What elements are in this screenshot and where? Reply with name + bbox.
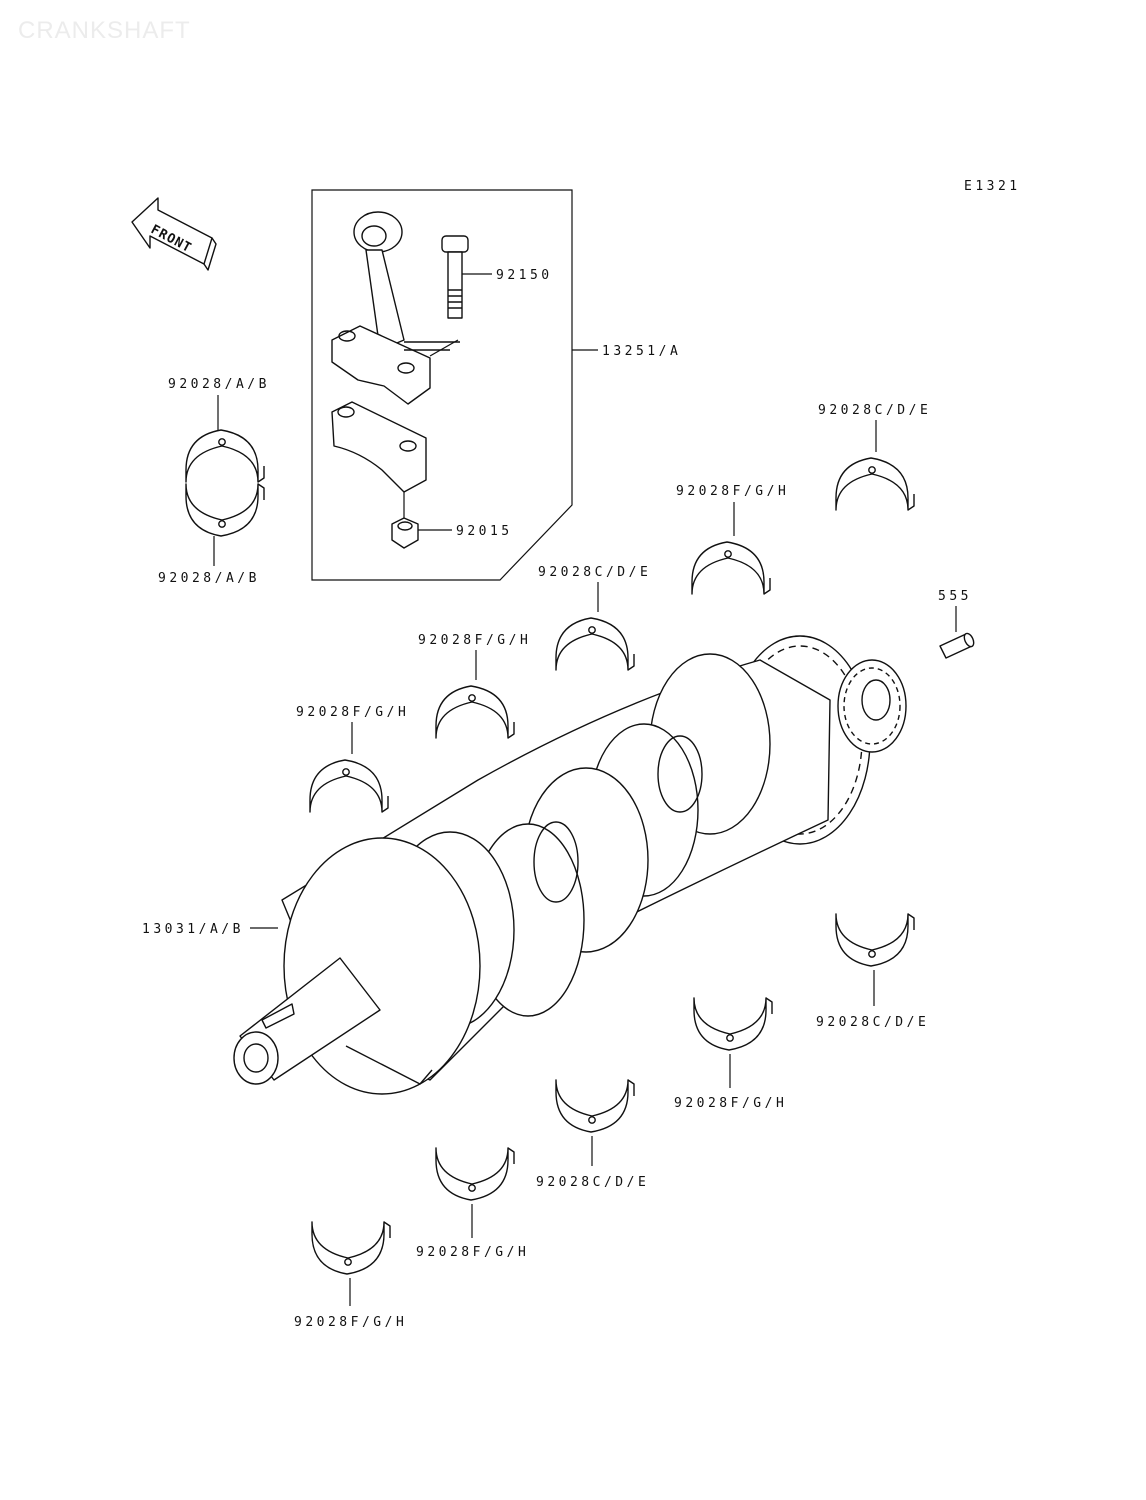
label-92028cde-lower-mid: 92028C/D/E [536,1175,649,1190]
conrod-cap [331,401,427,518]
bearing-shell-92028cde-lower-mid [555,1079,635,1133]
label-92028fgh-mid: 92028F/G/H [418,633,531,648]
connecting-rod [331,211,460,405]
bearing-shell-92028cde-top-right [835,457,915,511]
bearing-shell-92028fgh-lower-mid [435,1147,515,1201]
diagram-code: E1321 [964,179,1021,194]
bearing-shell-92028fgh-mid [435,685,515,739]
label-92028fgh-left: 92028F/G/H [296,705,409,720]
crankshaft [233,635,907,1095]
label-92028cde-top-right: 92028C/D/E [818,403,931,418]
label-92028fgh-lower-mid: 92028F/G/H [416,1245,529,1260]
title-watermark: CRANKSHAFT [18,17,191,44]
front-arrow-icon: FRONT [131,197,217,271]
label-92150: 92150 [496,268,553,283]
bearing-shell-92028fgh-left [309,759,389,813]
bearing-shell-92028cde-mid [555,617,635,671]
bearing-shell-92028ab-lower [185,483,265,537]
conrod-nut [391,517,452,549]
conrod-assembly-frame [311,189,598,581]
label-13031: 13031/A/B [142,922,244,937]
bearing-shell-92028ab-upper [185,429,265,483]
label-92028ab-upper: 92028/A/B [168,377,270,392]
dowel-pin [939,632,975,659]
label-555: 555 [938,589,972,604]
bearing-shell-92028fgh-top [691,541,771,595]
label-92028ab-lower: 92028/A/B [158,571,260,586]
bearing-shell-92028fgh-bottom [311,1221,391,1275]
label-92028cde-lower-right: 92028C/D/E [816,1015,929,1030]
conrod-bolt [441,235,492,319]
label-92028fgh-top: 92028F/G/H [676,484,789,499]
bearing-shell-92028cde-lower-right [835,913,915,967]
label-92028fgh-lower-right: 92028F/G/H [674,1096,787,1111]
bearing-shell-92028fgh-lower-right [693,997,773,1051]
label-13251: 13251/A [602,344,681,359]
label-92015: 92015 [456,524,513,539]
label-92028fgh-bottom: 92028F/G/H [294,1315,407,1330]
label-92028cde-mid: 92028C/D/E [538,565,651,580]
